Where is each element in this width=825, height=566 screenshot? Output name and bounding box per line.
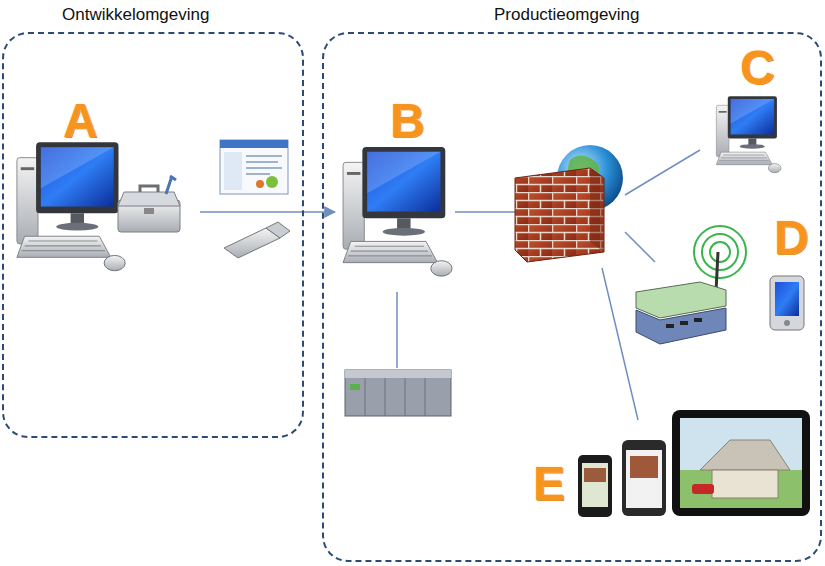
device-label: A [15, 95, 200, 275]
device-label: B [335, 95, 460, 283]
mobile-devices [578, 410, 810, 517]
screenshot [220, 140, 288, 194]
device-letter: B [390, 97, 425, 145]
connector-arrow [200, 211, 335, 213]
device-letter: D [774, 214, 809, 262]
wireless-router [636, 226, 746, 344]
device-label: C [690, 42, 808, 177]
device-label: D [764, 212, 816, 334]
environment-region: ProductieomgevingBCDE [322, 32, 822, 562]
environment-region: OntwikkelomgevingA [2, 32, 304, 438]
device-label: E [525, 402, 815, 520]
region-heading: Productieomgeving [494, 5, 640, 25]
plc [345, 370, 451, 416]
toolbox [118, 176, 180, 232]
device-letter: E [533, 460, 565, 508]
pda [770, 276, 804, 330]
device-letter: C [740, 44, 775, 92]
device-letter: A [63, 97, 98, 145]
usb-stick [224, 222, 290, 258]
firewall [515, 145, 623, 262]
region-heading: Ontwikkelomgeving [62, 5, 209, 25]
